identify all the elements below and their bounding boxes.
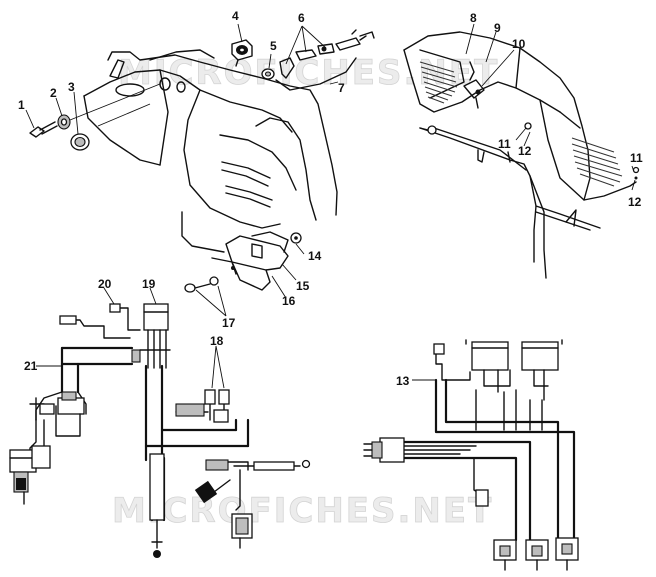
callout-12-upper: 12 <box>518 144 532 158</box>
part-6-lamp-socket <box>279 29 375 79</box>
callout-15: 15 <box>296 279 310 293</box>
callout-21: 21 <box>24 359 38 373</box>
callout-11-upper: 11 <box>498 137 511 151</box>
callout-3: 3 <box>68 80 75 94</box>
part-17-screw <box>184 276 219 293</box>
callout-14: 14 <box>308 249 322 263</box>
part-5-nut <box>261 68 275 80</box>
callout-9: 9 <box>494 21 501 35</box>
vent-louvers-right <box>571 137 623 187</box>
part-7-bracket <box>275 57 357 91</box>
callout-2: 2 <box>50 86 57 100</box>
part-9-10-fastener <box>463 61 485 109</box>
callout-19: 19 <box>142 277 156 291</box>
callout-12-lower: 12 <box>628 195 642 209</box>
callout-17: 17 <box>222 316 236 330</box>
side-panel-assembly <box>403 31 640 279</box>
part-4-switch <box>231 39 253 67</box>
part-1-bolt <box>29 121 58 138</box>
part-14-nut <box>290 232 302 244</box>
callout-16: 16 <box>282 294 296 308</box>
callout-5: 5 <box>270 39 277 53</box>
wiring-harness-21 <box>9 303 311 558</box>
front-panel-assembly <box>83 49 338 253</box>
callout-18: 18 <box>210 334 224 348</box>
callout-8: 8 <box>470 11 477 25</box>
callout-10: 10 <box>512 37 526 51</box>
part-2-washer <box>57 114 71 130</box>
watermark-top: MICROFICHES.NET <box>118 53 499 93</box>
callout-1: 1 <box>18 98 25 112</box>
callout-7: 7 <box>338 81 345 95</box>
cdi-harness-13 <box>363 339 579 571</box>
leader-lines <box>25 23 636 389</box>
part-15-16-bracket <box>211 231 289 291</box>
watermark-bottom: MICROFICHES.NET <box>112 491 493 531</box>
callout-labels: 1 2 3 4 5 6 7 8 9 10 11 12 11 12 13 14 1… <box>18 9 643 388</box>
callout-20: 20 <box>98 277 112 291</box>
callout-11-lower: 11 <box>630 151 643 165</box>
callout-13: 13 <box>396 374 410 388</box>
vent-louvers-left <box>419 61 458 104</box>
part-18-resistors <box>175 389 230 423</box>
part-3-grommet <box>70 133 90 151</box>
callout-6: 6 <box>298 11 305 25</box>
callout-4: 4 <box>232 9 239 23</box>
